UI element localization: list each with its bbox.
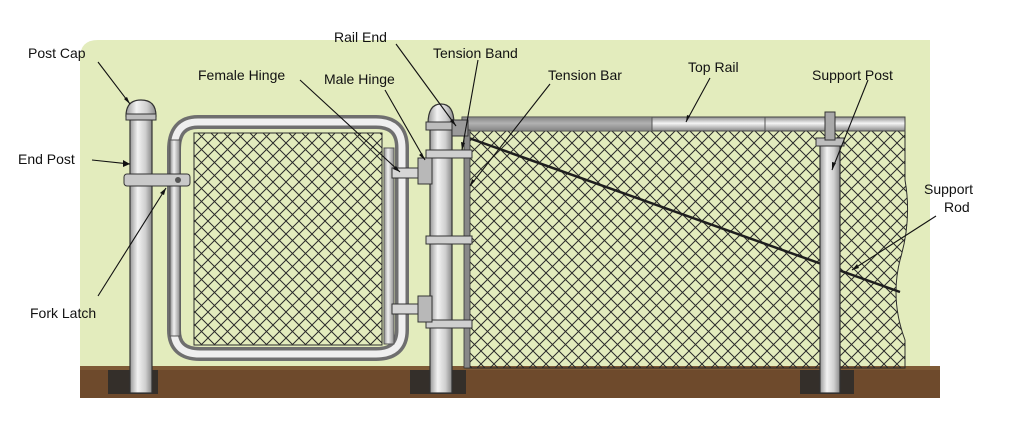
label-female-hinge: Female Hinge [198, 67, 285, 83]
label-support-rod-line1: Support [924, 181, 973, 197]
support-post-top [824, 111, 836, 141]
top-rail [461, 116, 906, 132]
gate [167, 115, 409, 361]
label-support-post: Support Post [812, 67, 893, 83]
gate-fabric [193, 132, 383, 346]
male-hinge [417, 295, 433, 323]
tension-band [425, 319, 473, 329]
tension-bar [463, 129, 471, 369]
rail-end [451, 119, 469, 137]
support-post [815, 111, 845, 394]
fence-fabric [465, 127, 909, 369]
label-post-cap: Post Cap [28, 45, 86, 61]
label-rail-end: Rail End [334, 29, 387, 45]
end-post [123, 99, 191, 394]
label-tension-band: Tension Band [433, 45, 518, 61]
label-tension-bar: Tension Bar [548, 67, 622, 83]
callout-labels: Post Cap End Post Fork Latch Female Hing… [18, 29, 973, 321]
label-top-rail: Top Rail [688, 59, 739, 75]
ground [80, 366, 940, 398]
male-hinge [417, 157, 433, 185]
tension-band [425, 149, 473, 159]
rail-end-post-cap [427, 103, 455, 125]
tension-band [425, 235, 473, 245]
rail-end-post [391, 103, 473, 394]
gate-inner-upright [383, 147, 395, 345]
post-cap [125, 99, 157, 117]
label-fork-latch: Fork Latch [30, 305, 96, 321]
label-male-hinge: Male Hinge [324, 71, 395, 87]
leader-lines [91, 43, 937, 297]
gate-latch-upright [169, 139, 181, 337]
label-end-post: End Post [18, 151, 75, 167]
label-support-rod-line2: Rod [944, 199, 970, 215]
fork-latch [123, 173, 191, 187]
